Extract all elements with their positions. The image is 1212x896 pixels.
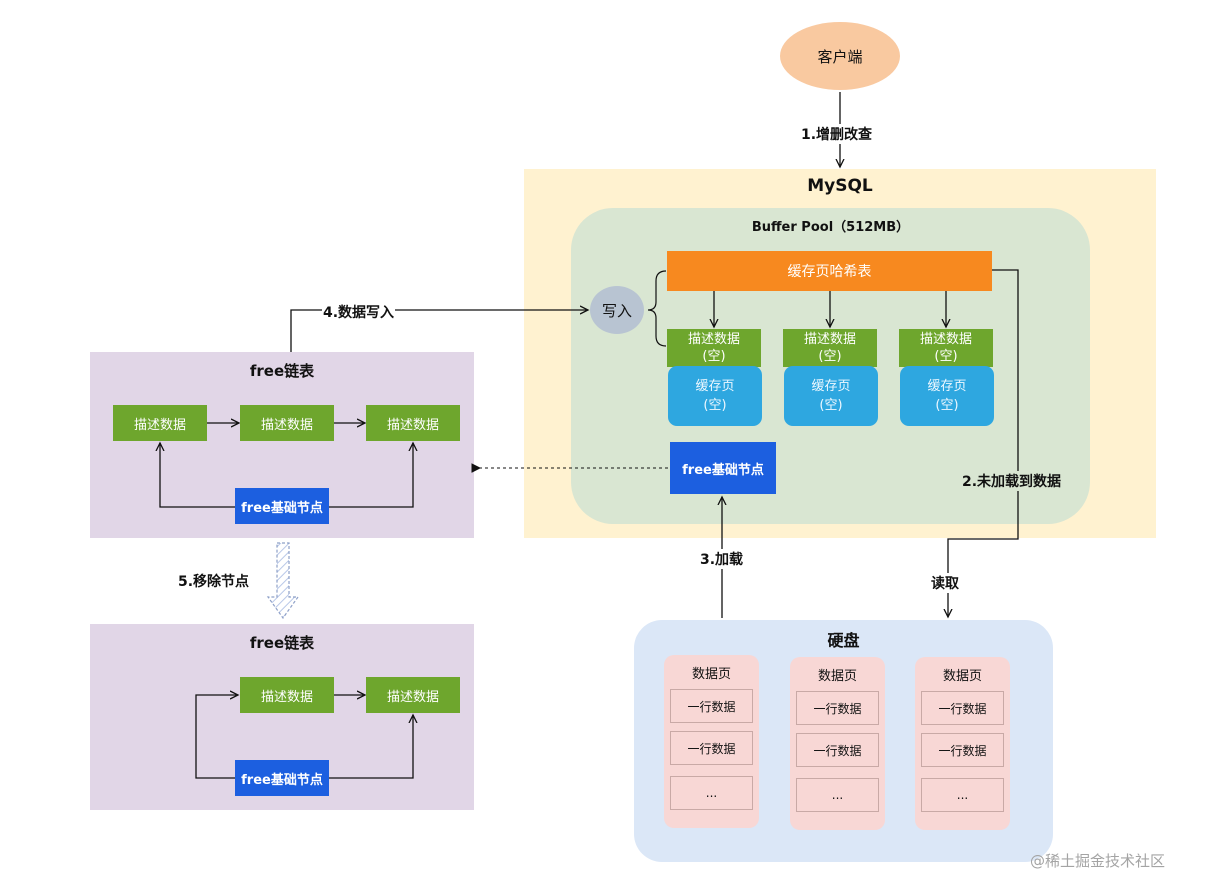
data-page: 数据页 一行数据 一行数据 ... bbox=[664, 655, 759, 828]
free-list-base-node: free基础节点 bbox=[235, 488, 329, 524]
desc-block: 描述数据 (空) bbox=[667, 329, 761, 367]
free-list-before-title: free链表 bbox=[249, 362, 315, 380]
desc-status: (空) bbox=[702, 349, 726, 364]
client-node: 客户端 bbox=[780, 22, 900, 90]
data-row: ... bbox=[921, 778, 1004, 812]
free-list-base-node: free基础节点 bbox=[235, 760, 329, 796]
data-row: 一行数据 bbox=[921, 733, 1004, 767]
data-row: 一行数据 bbox=[670, 689, 753, 723]
disk-title: 硬盘 bbox=[827, 631, 860, 650]
data-page: 数据页 一行数据 一行数据 ... bbox=[790, 657, 885, 830]
cache-page-status: (空) bbox=[935, 398, 959, 413]
cache-page: 缓存页 (空) bbox=[784, 366, 878, 426]
desc-label: 描述数据 bbox=[919, 332, 972, 347]
cache-page-label: 缓存页 bbox=[695, 379, 735, 394]
data-row: ... bbox=[670, 776, 753, 810]
cache-page-label: 缓存页 bbox=[927, 379, 967, 394]
desc-status: (空) bbox=[818, 349, 842, 364]
mysql-title: MySQL bbox=[807, 176, 873, 196]
free-list-node: 描述数据 bbox=[366, 677, 460, 713]
free-list-node: 描述数据 bbox=[366, 405, 460, 441]
cache-page: 缓存页 (空) bbox=[668, 366, 762, 426]
write-node: 写入 bbox=[590, 286, 644, 334]
watermark: @稀土掘金技术社区 bbox=[1030, 852, 1166, 870]
data-row: 一行数据 bbox=[796, 691, 879, 725]
data-page: 数据页 一行数据 一行数据 ... bbox=[915, 657, 1010, 830]
cache-page-label: 缓存页 bbox=[811, 379, 851, 394]
step4-label: 4.数据写入 bbox=[322, 302, 396, 322]
step2-label: 2.未加载到数据 bbox=[962, 471, 1062, 491]
cache-page-status: (空) bbox=[703, 398, 727, 413]
desc-block: 描述数据 (空) bbox=[899, 329, 993, 367]
remove-node-arrow bbox=[266, 542, 300, 620]
data-row: ... bbox=[796, 778, 879, 812]
desc-label: 描述数据 bbox=[687, 332, 740, 347]
free-list-after-title: free链表 bbox=[249, 634, 315, 652]
free-list-node: 描述数据 bbox=[240, 405, 334, 441]
data-page-title: 数据页 bbox=[942, 669, 982, 684]
data-page-title: 数据页 bbox=[691, 667, 731, 682]
cache-page: 缓存页 (空) bbox=[900, 366, 994, 426]
step1-label: 1.增删改查 bbox=[799, 124, 875, 144]
data-row: 一行数据 bbox=[796, 733, 879, 767]
data-page-title: 数据页 bbox=[817, 669, 857, 684]
free-list-node: 描述数据 bbox=[240, 677, 334, 713]
desc-status: (空) bbox=[934, 349, 958, 364]
read-label: 读取 bbox=[931, 573, 959, 593]
desc-block: 描述数据 (空) bbox=[783, 329, 877, 367]
cache-page-status: (空) bbox=[819, 398, 843, 413]
buffer-pool-free-base-node: free基础节点 bbox=[670, 442, 776, 494]
buffer-pool-title: Buffer Pool（512MB） bbox=[751, 220, 910, 235]
data-row: 一行数据 bbox=[670, 731, 753, 765]
step5-label: 5.移除节点 bbox=[178, 574, 250, 590]
data-row: 一行数据 bbox=[921, 691, 1004, 725]
cache-page-hash-table: 缓存页哈希表 bbox=[667, 251, 992, 291]
step3-label: 3.加载 bbox=[700, 549, 744, 569]
desc-label: 描述数据 bbox=[803, 332, 856, 347]
free-list-node: 描述数据 bbox=[113, 405, 207, 441]
